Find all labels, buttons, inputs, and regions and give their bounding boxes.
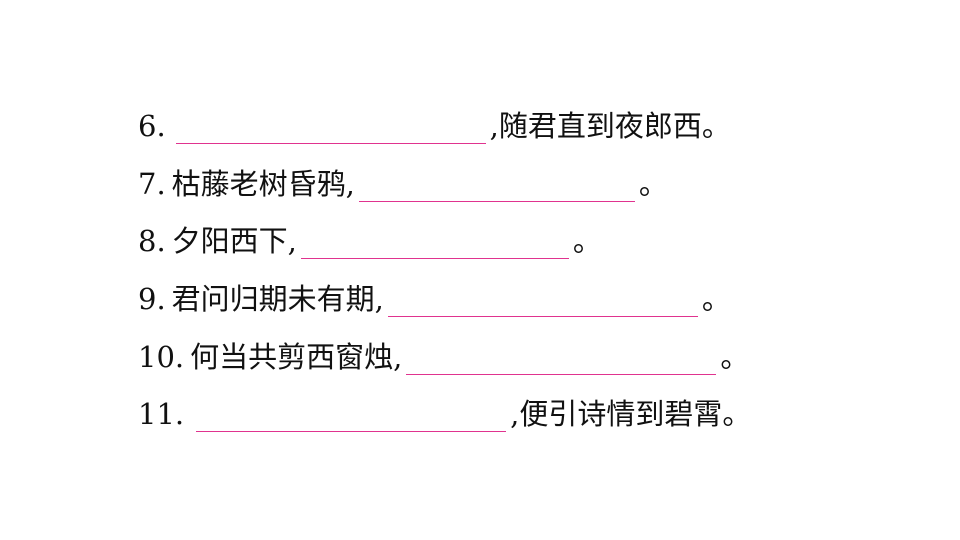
answer-blank[interactable]	[300, 232, 569, 259]
question-number: 6.	[138, 109, 166, 143]
question-text-after: 。	[720, 340, 750, 374]
answer-blank[interactable]	[175, 117, 486, 144]
question-6: 6. ,随君直到夜郎西。	[138, 108, 731, 144]
answer-blank[interactable]	[387, 290, 698, 317]
question-9: 9. 君问归期未有期, 。	[138, 281, 731, 317]
question-text-before: 枯藤老树昏鸦,	[171, 167, 355, 201]
question-number: 10.	[138, 340, 185, 374]
question-text-after: ,随君直到夜郎西。	[489, 109, 731, 143]
answer-blank[interactable]	[358, 175, 635, 202]
question-10: 10. 何当共剪西窗烛, 。	[138, 339, 749, 375]
question-text-before: 君问归期未有期,	[171, 282, 384, 316]
question-text-before: 何当共剪西窗烛,	[190, 340, 403, 374]
question-number: 9.	[138, 282, 166, 316]
question-number: 11.	[138, 397, 185, 431]
question-8: 8. 夕阳西下, 。	[138, 223, 602, 259]
answer-blank[interactable]	[406, 348, 717, 375]
question-text-after: 。	[572, 224, 602, 258]
question-text-after: ,便引诗情到碧霄。	[510, 397, 752, 431]
answer-blank[interactable]	[196, 405, 507, 432]
question-text-after: 。	[701, 282, 731, 316]
question-11: 11. ,便引诗情到碧霄。	[138, 396, 751, 432]
question-text-before: 夕阳西下,	[171, 224, 297, 258]
question-text-after: 。	[638, 167, 668, 201]
question-number: 7.	[138, 167, 166, 201]
question-7: 7. 枯藤老树昏鸦, 。	[138, 166, 668, 202]
question-number: 8.	[138, 224, 166, 258]
